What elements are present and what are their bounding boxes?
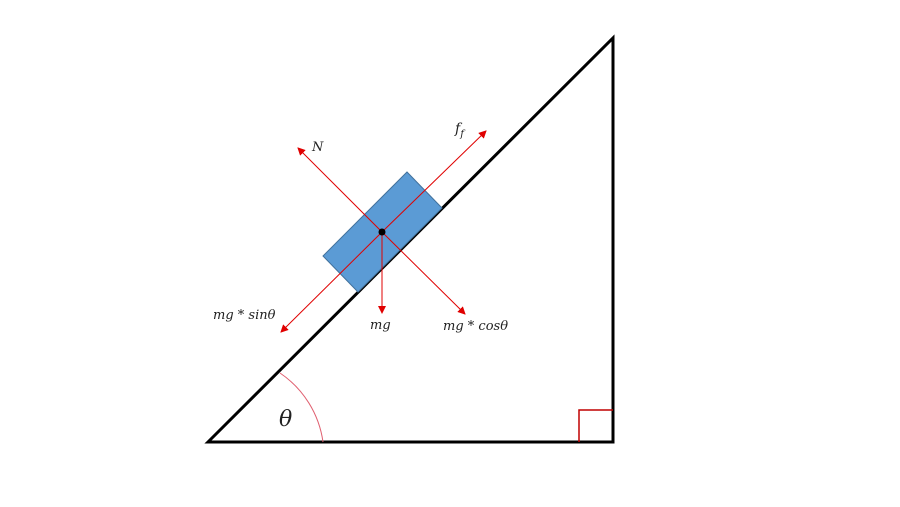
normal-force-arrow xyxy=(297,147,383,233)
friction-force-arrow xyxy=(381,130,487,233)
angle-arc xyxy=(279,372,324,443)
sin-component-arrow xyxy=(280,231,383,333)
center-of-mass-dot xyxy=(378,228,386,236)
weight-label: mg xyxy=(370,318,391,333)
friction-force-label: ff xyxy=(454,121,466,140)
right-angle-marker xyxy=(578,409,613,442)
friction-subscript: f xyxy=(459,129,466,140)
cos-component-label: mg * cosθ xyxy=(443,319,508,334)
angle-label: θ xyxy=(279,407,292,432)
friction-symbol: f xyxy=(454,121,463,137)
sin-component-label: mg * sinθ xyxy=(213,308,276,323)
normal-force-label: N xyxy=(311,140,324,155)
cos-component-arrow xyxy=(381,231,466,315)
